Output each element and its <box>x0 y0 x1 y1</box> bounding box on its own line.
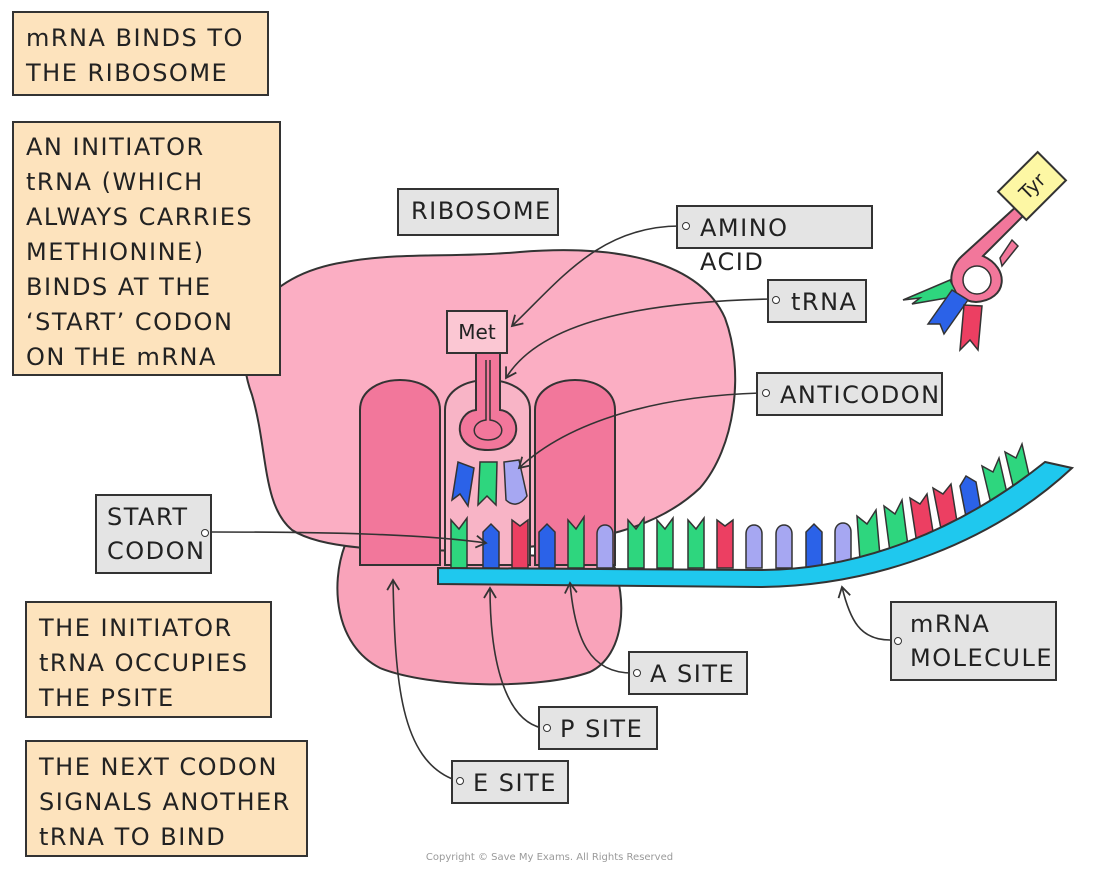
mrna-base <box>805 522 823 569</box>
e-site-anchor <box>456 777 464 785</box>
met-box <box>446 310 508 354</box>
anticodon-base <box>450 460 475 509</box>
label-mrna-molecule: mRNA MOLECULE <box>890 601 1057 681</box>
anticodon-anchor <box>762 389 770 397</box>
mrna-molecule-leader <box>837 585 891 641</box>
a-site-block <box>534 379 616 566</box>
initiator-trna <box>450 352 528 509</box>
anticodon-base <box>477 461 498 507</box>
mrna-base <box>716 518 734 569</box>
copyright-notice: Copyright © Save My Exams. All Rights Re… <box>425 852 674 863</box>
tyr-box <box>996 150 1068 222</box>
mrna-base <box>687 515 705 569</box>
trna-anchor <box>772 296 780 304</box>
label-amino-acid: AMINO ACID <box>676 205 873 276</box>
mrna-base <box>775 524 793 569</box>
mrna-molecule-anchor <box>894 637 902 645</box>
mrna-bases <box>450 441 1033 569</box>
label-start-codon: START CODON <box>95 494 212 574</box>
amino-acid-anchor <box>682 222 690 230</box>
anticodon-leader <box>517 392 761 470</box>
anticodon-base <box>926 288 970 336</box>
note-initiator-trna: AN INITIATOR tRNA (WHICH ALWAYS CARRIES … <box>12 121 281 376</box>
mrna-base <box>745 524 763 569</box>
mrna-base <box>482 522 500 569</box>
note-occupies-p-site: THE INITIATOR tRNA OCCUPIES THE PSITE <box>25 601 272 718</box>
mrna-base <box>538 522 556 569</box>
met-label: Met <box>458 320 496 344</box>
mrna-base <box>511 518 529 569</box>
free-trna <box>902 203 1028 352</box>
a-site-anchor <box>633 669 641 677</box>
label-anticodon: ANTICODON <box>756 372 943 416</box>
label-ribosome: RIBOSOME <box>397 188 559 236</box>
mrna-base <box>834 522 852 567</box>
a-site-leader <box>564 581 633 674</box>
e-site-leader <box>386 578 456 781</box>
label-p-site: P SITE <box>538 706 658 750</box>
mrna-base <box>596 524 614 569</box>
start-codon-anchor <box>201 529 209 537</box>
p-site-anchor <box>543 724 551 732</box>
e-site-block <box>359 379 441 566</box>
label-a-site: A SITE <box>628 651 748 695</box>
mrna-base <box>627 515 645 569</box>
p-site-leader <box>483 586 543 729</box>
start-codon-leader <box>211 531 488 549</box>
note-mrna-binds: mRNA BINDS TO THE RIBOSOME <box>12 11 269 96</box>
anticodon-base <box>959 304 983 352</box>
mrna-base <box>656 515 674 569</box>
mrna-strand <box>437 460 1075 589</box>
trna-leader <box>505 298 772 380</box>
note-next-codon: THE NEXT CODON SIGNALS ANOTHER tRNA TO B… <box>25 740 308 857</box>
label-trna: tRNA <box>767 279 867 323</box>
anticodon-base <box>902 279 960 305</box>
amino-acid-leader <box>510 225 681 328</box>
label-e-site: E SITE <box>451 760 569 804</box>
